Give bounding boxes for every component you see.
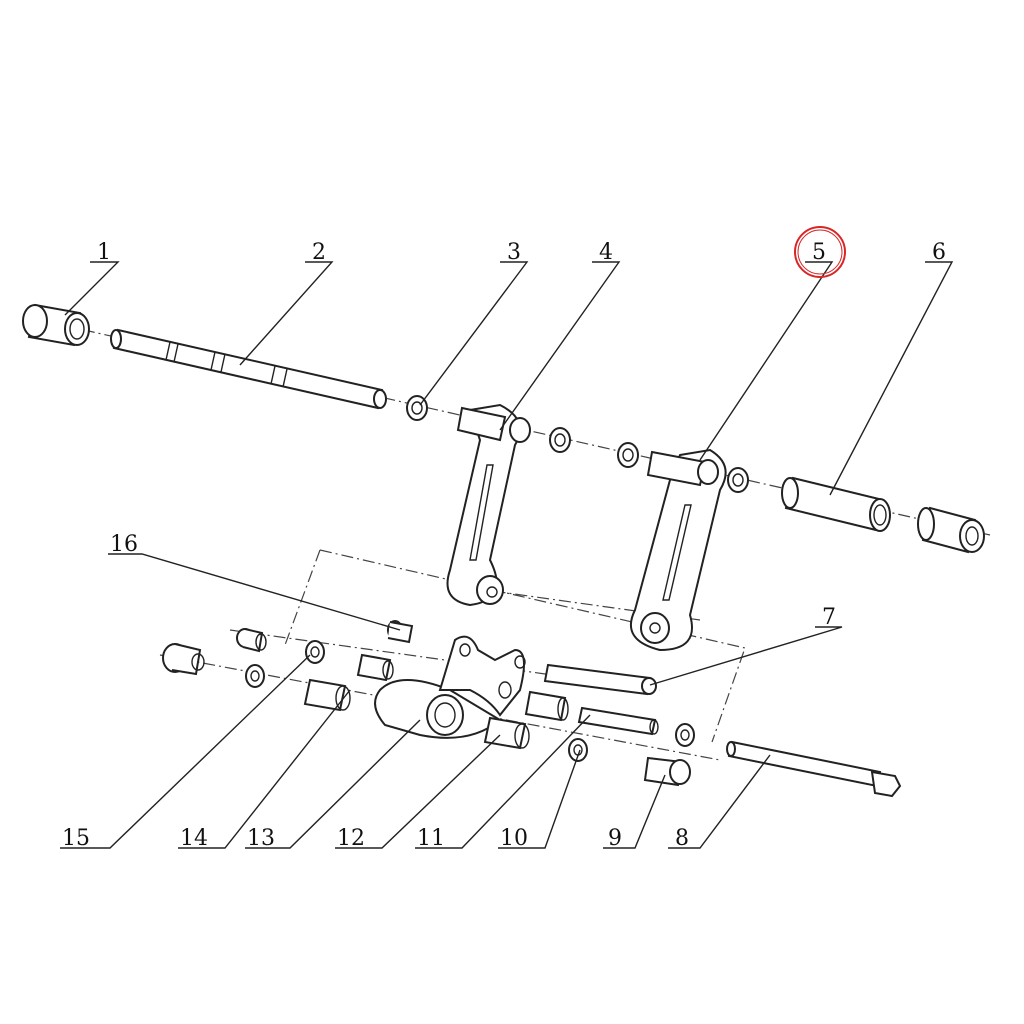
callout-1: 1 xyxy=(97,240,111,265)
part-5-link-arm xyxy=(630,448,727,652)
callout-6: 6 xyxy=(932,240,946,265)
callout-12: 12 xyxy=(337,826,365,851)
part-6-sleeve xyxy=(781,476,985,554)
part-1-bushing xyxy=(22,303,90,347)
callout-10: 10 xyxy=(500,826,528,851)
callout-9: 9 xyxy=(608,826,622,851)
callout-13: 13 xyxy=(247,826,275,851)
callout-labels: 1 2 3 4 5 6 7 8 9 10 11 12 13 14 15 16 xyxy=(62,240,946,851)
callout-16: 16 xyxy=(110,532,138,557)
callout-15: 15 xyxy=(62,826,90,851)
part-2-shaft xyxy=(110,328,387,410)
callout-8: 8 xyxy=(675,826,689,851)
callouts xyxy=(60,226,954,849)
part-4-link-arm xyxy=(446,403,531,607)
callout-11: 11 xyxy=(417,826,445,851)
washers-mid xyxy=(549,427,749,493)
callout-14: 14 xyxy=(180,826,208,851)
callout-3: 3 xyxy=(507,240,521,265)
lower-parts xyxy=(162,620,902,798)
callout-2: 2 xyxy=(312,240,326,265)
callout-7: 7 xyxy=(822,605,836,630)
callout-5: 5 xyxy=(812,240,826,265)
callout-4: 4 xyxy=(599,240,613,265)
highlight-circle xyxy=(794,226,846,278)
